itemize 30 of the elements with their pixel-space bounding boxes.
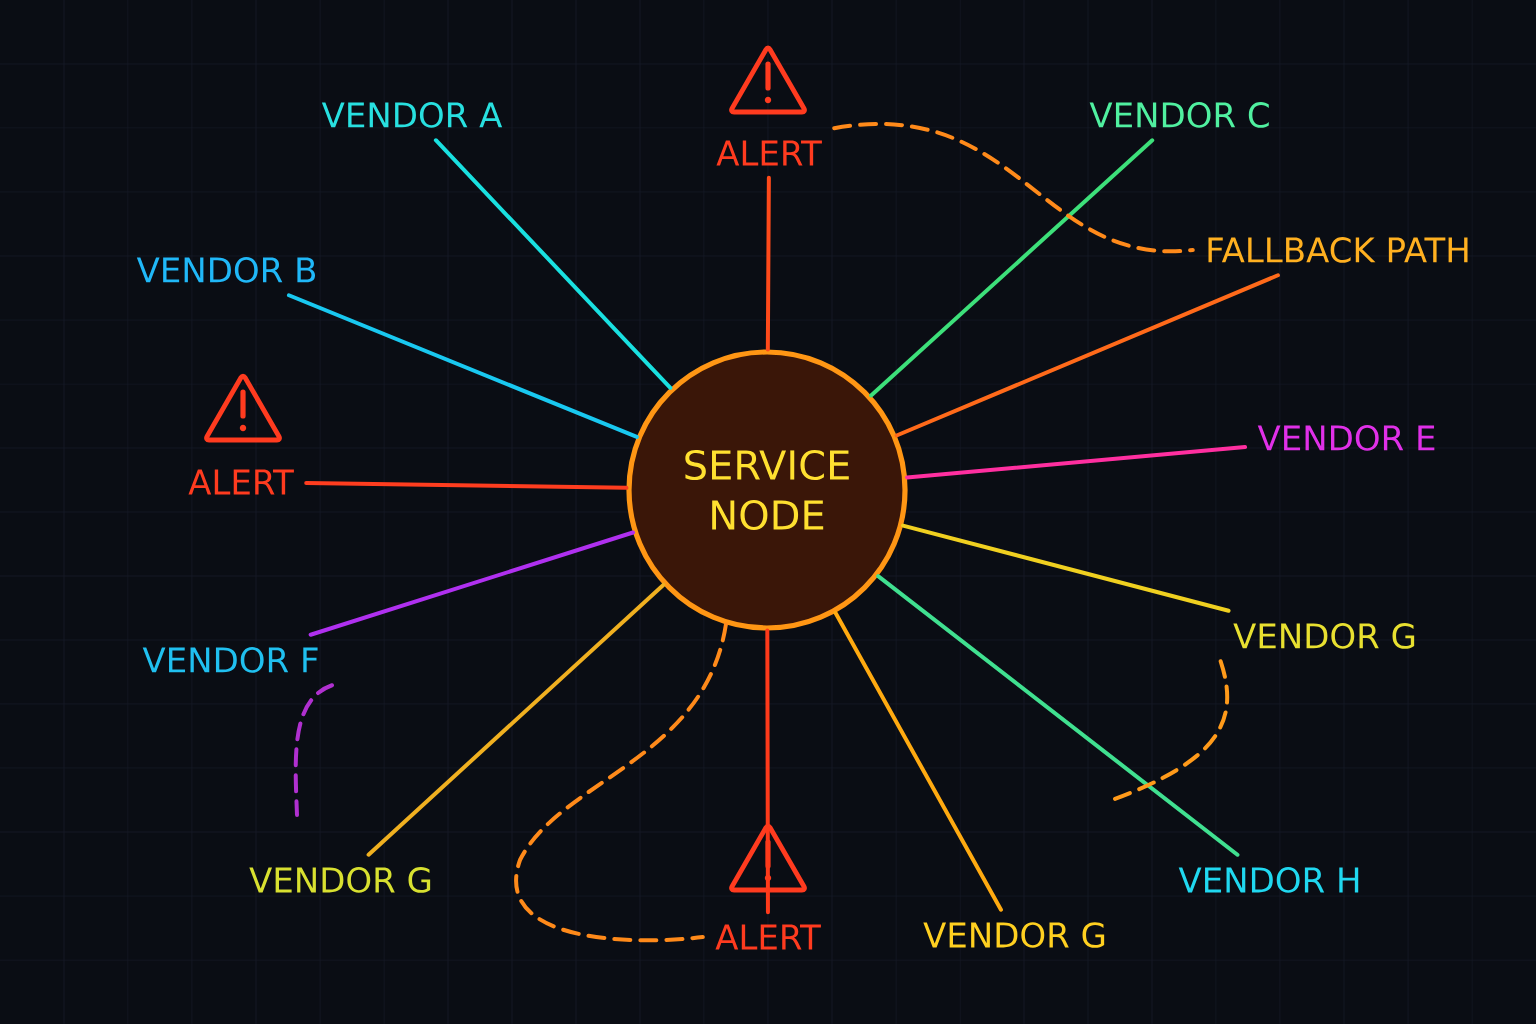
fallback-path-label: FALLBACK PATH: [1208, 237, 1468, 263]
vendor-label: VENDOR F: [142, 647, 318, 673]
connector-line: [286, 293, 639, 439]
connector-line: [876, 574, 1240, 857]
vendor-label: VENDOR C: [1089, 102, 1269, 128]
vendor-label: VENDOR H: [1178, 867, 1359, 893]
connector-line: [905, 445, 1248, 480]
vendor-label: VENDOR G: [923, 922, 1105, 948]
connector-line: [901, 523, 1231, 613]
connector-line: [308, 530, 635, 637]
connector-line: [765, 175, 771, 352]
vendor-label: VENDOR E: [1257, 425, 1435, 451]
alert-label: ALERT: [716, 140, 822, 166]
connector-line: [869, 138, 1155, 398]
vendor-label: VENDOR G: [1233, 623, 1415, 649]
vendor-label: VENDOR B: [136, 257, 315, 283]
connector-line: [293, 683, 334, 817]
connector-line: [433, 138, 673, 390]
connector-line: [1110, 659, 1230, 802]
alert-label: ALERT: [715, 924, 821, 950]
connector-line: [366, 582, 666, 857]
connector-line: [514, 622, 728, 943]
connector-line: [833, 610, 1003, 912]
connector-line: [832, 121, 1195, 253]
alert-label: ALERT: [188, 469, 294, 495]
connector-line: [304, 481, 629, 490]
vendor-label: VENDOR G: [249, 867, 431, 893]
vendor-label: VENDOR A: [321, 102, 503, 128]
connector-line: [765, 628, 770, 915]
connector-line: [894, 273, 1280, 438]
